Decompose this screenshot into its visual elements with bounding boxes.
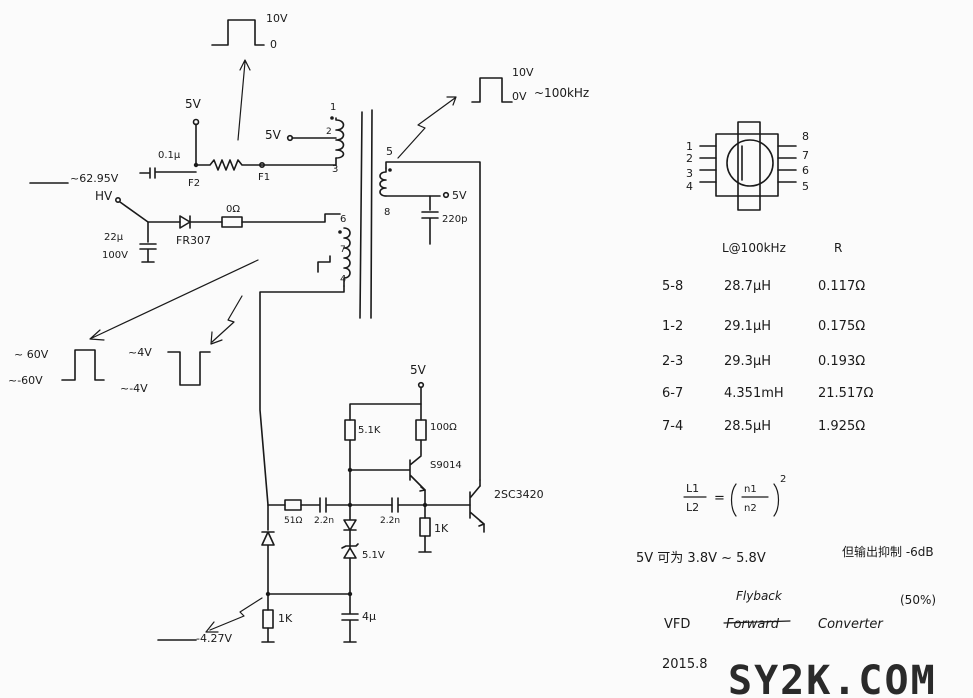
table-row-pins: 1-2: [662, 319, 683, 334]
table-row-l: 28.5μH: [724, 419, 771, 434]
label-2.2n-a: 2.2n: [314, 516, 334, 526]
table-row-l: 4.351mH: [724, 386, 784, 401]
transformer-core: [359, 109, 373, 319]
ic-pin-3: 3: [686, 167, 693, 180]
hv-waveforms: ~ 60V ~-60V ~4V ~-4V: [8, 259, 259, 395]
ic-package: 1 2 3 4 8 7 6 5: [686, 121, 809, 211]
table-row-pins: 6-7: [662, 386, 683, 401]
label-cap-220p: 220p: [442, 214, 467, 225]
ic-pin-5: 5: [802, 180, 809, 193]
formula-l2: L2: [686, 501, 699, 514]
pin-6: 6: [340, 214, 346, 225]
label-1k-base: 1K: [434, 522, 449, 535]
note-voltage-range: 5V 可为 3.8V ~ 5.8V: [636, 551, 766, 566]
drive-wave-high: 10V: [512, 66, 534, 79]
driver-circuit: 5V 5.1K 100Ω S9014 51Ω 2.2n 2.2n 1K 2SC3…: [157, 363, 544, 645]
handwritten-notes: 5V 可为 3.8V ~ 5.8V 但输出抑制 -6dB (50%) Flyba…: [636, 544, 936, 672]
transformer-hv-winding: 6 7 4: [259, 214, 351, 506]
pin-2: 2: [326, 127, 332, 137]
top-wave-low: 0: [270, 38, 277, 51]
pin-3: 3: [332, 164, 338, 175]
label-sec-5v: 5V: [452, 189, 467, 202]
label-hv-volt: ~62.95V: [70, 172, 119, 185]
table-row-r: 0.193Ω: [818, 354, 865, 369]
label-neg-volt: -4.27V: [196, 632, 232, 645]
primary-feed: 5V 0.1μ F2 F1 5V: [139, 97, 337, 189]
formula-n2: n2: [744, 503, 757, 514]
wave60-high: ~ 60V: [14, 348, 49, 361]
note-vfd: VFD: [664, 617, 690, 632]
table-row-r: 1.925Ω: [818, 419, 865, 434]
note-converter: Converter: [818, 617, 884, 632]
label-cap-22u: 22μ: [104, 232, 124, 243]
table-row-pins: 7-4: [662, 419, 683, 434]
label-100ohm: 100Ω: [430, 422, 457, 433]
formula-eq: =: [714, 491, 725, 506]
label-5v-pin2: 5V: [265, 128, 282, 142]
note-forward: Forward: [726, 617, 780, 632]
label-0ohm: 0Ω: [226, 204, 240, 215]
label-s9014: S9014: [430, 460, 462, 471]
formula-l1: L1: [686, 482, 699, 495]
label-f2: F2: [188, 178, 200, 189]
table-row-r: 21.517Ω: [818, 386, 873, 401]
label-hv: HV: [95, 189, 113, 203]
pin-4: 4: [340, 274, 346, 285]
label-zener-5.1v: 5.1V: [362, 550, 385, 561]
note-percent: (50%): [900, 593, 936, 607]
label-cap-0.1u: 0.1μ: [158, 150, 181, 161]
drive-wave-low: 0V: [512, 90, 527, 103]
note-date: 2015.8: [662, 657, 708, 672]
label-diode: FR307: [176, 234, 211, 247]
wave60-low: ~-60V: [8, 374, 43, 387]
inductance-table: L@100kHz R 5-8 28.7μH 0.117Ω 1-2 29.1μH …: [662, 241, 873, 434]
label-f1: F1: [258, 172, 270, 183]
label-5v-top: 5V: [185, 97, 202, 111]
table-row-l: 28.7μH: [724, 279, 771, 294]
formula-exp: 2: [780, 474, 786, 485]
transformer-primary-winding: 1 2 3: [326, 102, 345, 175]
table-row-pins: 5-8: [662, 279, 683, 294]
ic-pin-7: 7: [802, 149, 809, 162]
label-2sc3420: 2SC3420: [494, 488, 544, 501]
drive-wave-freq: ~100kHz: [534, 86, 589, 100]
label-5k1: 5.1K: [358, 425, 381, 436]
formula-n1: n1: [744, 484, 757, 495]
table-row-r: 0.175Ω: [818, 319, 865, 334]
pin-1: 1: [330, 102, 336, 113]
transformer-secondary-winding: 5 8 5V 220p: [379, 145, 481, 481]
label-51ohm: 51Ω: [284, 516, 302, 526]
note-output-suppress: 但输出抑制 -6dB: [842, 544, 934, 559]
pin-7: 7: [340, 245, 346, 255]
watermark: SY2K.COM: [728, 658, 937, 698]
pin-5: 5: [386, 145, 393, 158]
forward-strikethrough: [723, 620, 791, 624]
pin-8: 8: [384, 207, 390, 218]
ic-pin-8: 8: [802, 130, 809, 143]
label-cap-4u: 4μ: [362, 610, 376, 623]
label-5v-bias: 5V: [410, 363, 427, 377]
ic-pin-2: 2: [686, 152, 693, 165]
top-wave-high: 10V: [266, 12, 288, 25]
ic-pin-1: 1: [686, 140, 693, 153]
drive-square-waveform: 10V 0V ~100kHz: [397, 66, 589, 159]
table-row-pins: 2-3: [662, 354, 683, 369]
top-square-waveform: 10V 0: [211, 12, 288, 141]
ic-pin-4: 4: [686, 180, 693, 193]
wave4-high: ~4V: [128, 346, 152, 359]
wave4-low: ~-4V: [120, 382, 148, 395]
ic-pin-6: 6: [802, 164, 809, 177]
inductance-ratio-formula: L1 L2 = n1 n2 2: [683, 474, 786, 517]
label-1k-left: 1K: [278, 612, 293, 625]
table-header-r: R: [834, 241, 842, 255]
hv-output-network: ~62.95V HV 22μ 100V FR307 0Ω: [29, 172, 341, 263]
table-row-l: 29.1μH: [724, 319, 771, 334]
table-header-l: L@100kHz: [722, 241, 786, 255]
table-row-l: 29.3μH: [724, 354, 771, 369]
table-row-r: 0.117Ω: [818, 279, 865, 294]
note-flyback: Flyback: [736, 589, 783, 603]
label-2.2n-b: 2.2n: [380, 516, 400, 526]
label-cap-100v: 100V: [102, 250, 128, 261]
